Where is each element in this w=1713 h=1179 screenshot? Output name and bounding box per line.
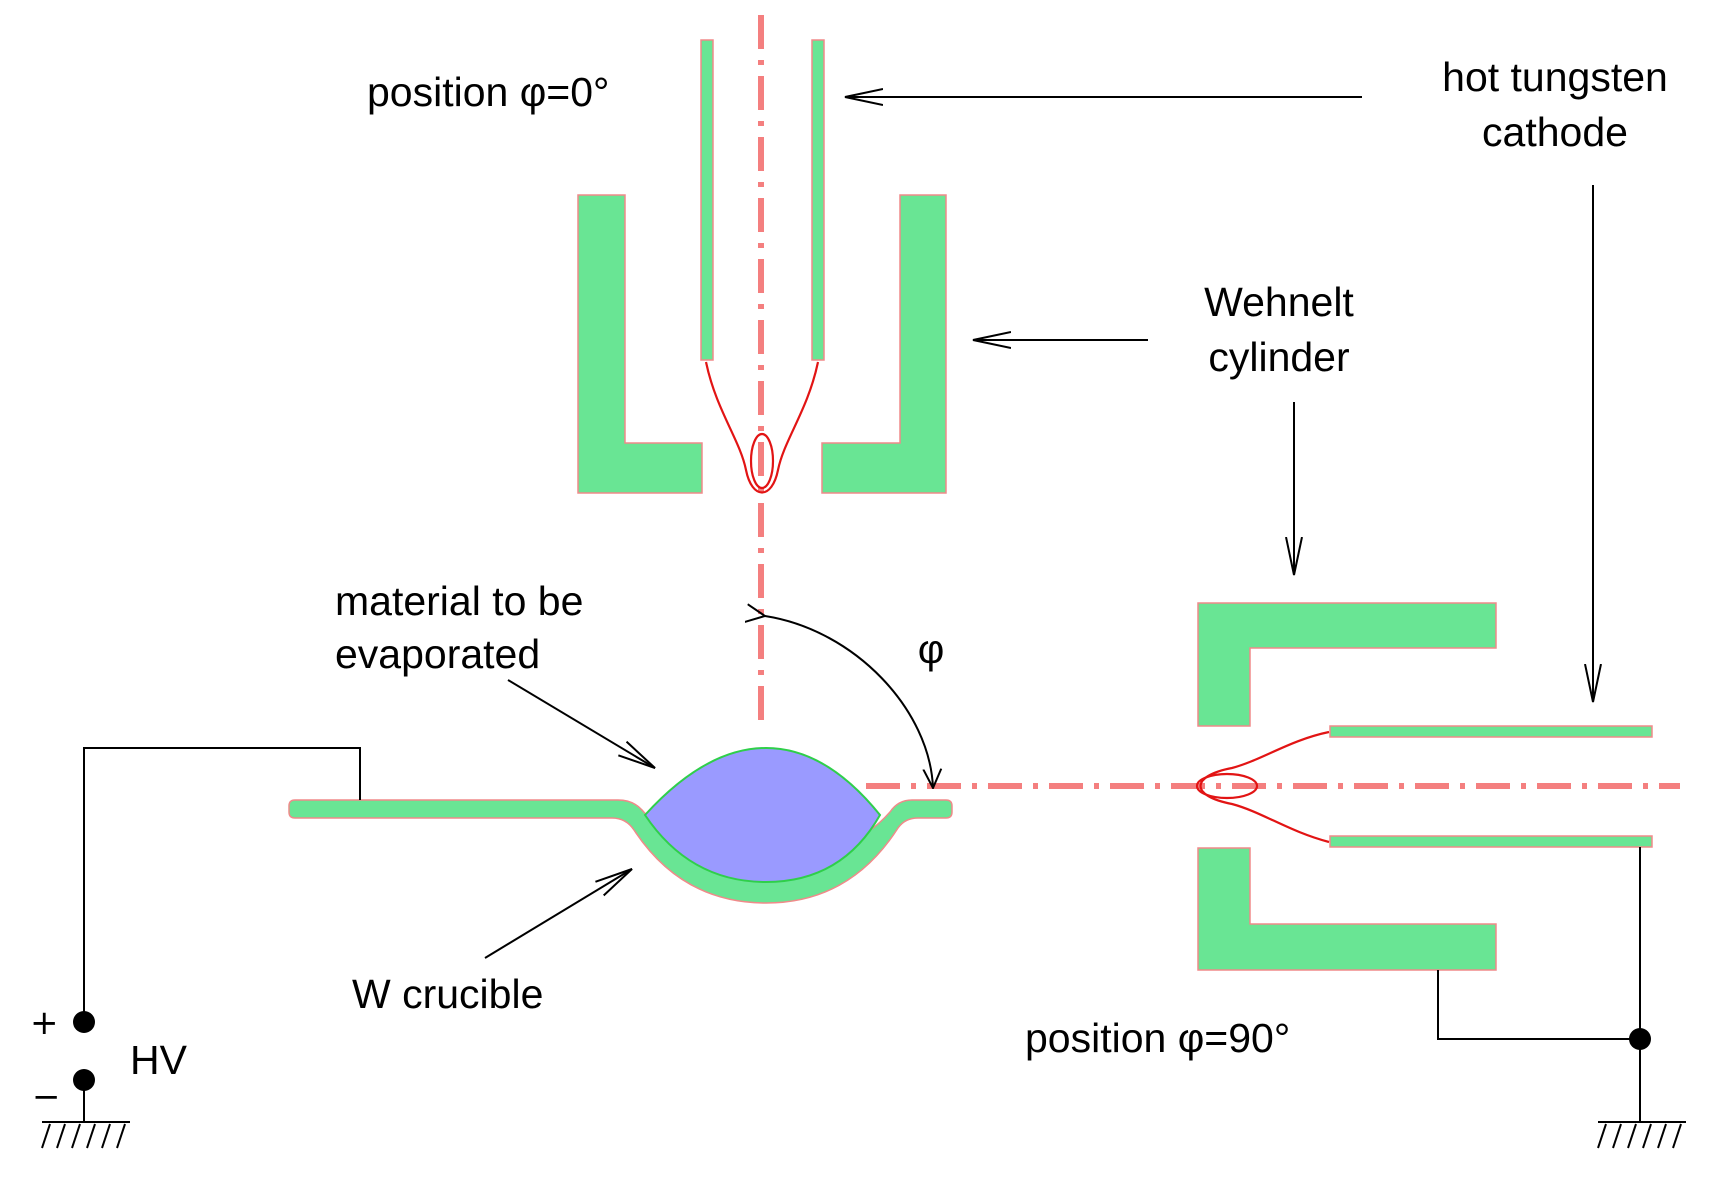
hv-minus-terminal bbox=[73, 1069, 95, 1091]
side-wehnelt-top bbox=[1197, 602, 1497, 727]
material-label-line1: material to be bbox=[335, 578, 583, 624]
side-wehnelt-bottom bbox=[1197, 847, 1497, 971]
hv-circuit bbox=[73, 747, 1651, 1122]
ground-symbol-right bbox=[1597, 1121, 1686, 1149]
crucible-label: W crucible bbox=[352, 971, 543, 1017]
ground-symbol-left bbox=[41, 1121, 130, 1149]
wehnelt-label-line2: cylinder bbox=[1208, 334, 1349, 380]
minus-sign: − bbox=[32, 1077, 61, 1117]
crucible-assembly bbox=[288, 746, 953, 904]
top-wehnelt-right bbox=[821, 194, 947, 494]
top-cathode-right bbox=[811, 39, 825, 361]
hv-plus-terminal bbox=[73, 1011, 95, 1033]
phi-angle-arc bbox=[765, 616, 933, 788]
position-90-label: position φ=90° bbox=[1025, 1015, 1290, 1061]
hv-label: HV bbox=[130, 1037, 188, 1083]
material-arrow bbox=[507, 679, 655, 768]
crucible-arrow bbox=[484, 869, 632, 959]
top-electron-gun bbox=[577, 39, 947, 494]
side-electron-gun bbox=[1197, 602, 1653, 971]
wehnelt-label-line1: Wehnelt bbox=[1204, 279, 1354, 325]
top-wehnelt-left bbox=[577, 194, 703, 494]
phi-label: φ bbox=[918, 626, 945, 672]
top-cathode-left bbox=[700, 39, 714, 361]
material-label-line2: evaporated bbox=[335, 631, 540, 677]
side-cathode-top bbox=[1329, 725, 1653, 738]
plus-sign: + bbox=[30, 1003, 59, 1043]
side-electron-trajectory bbox=[1195, 730, 1330, 844]
side-cathode-bottom bbox=[1329, 835, 1653, 848]
cathode-label-line2: cathode bbox=[1482, 109, 1628, 155]
top-electron-trajectory bbox=[704, 361, 820, 494]
position-0-label: position φ=0° bbox=[367, 69, 609, 115]
cathode-label-line1: hot tungsten bbox=[1442, 54, 1668, 100]
junction-node bbox=[1629, 1028, 1651, 1050]
